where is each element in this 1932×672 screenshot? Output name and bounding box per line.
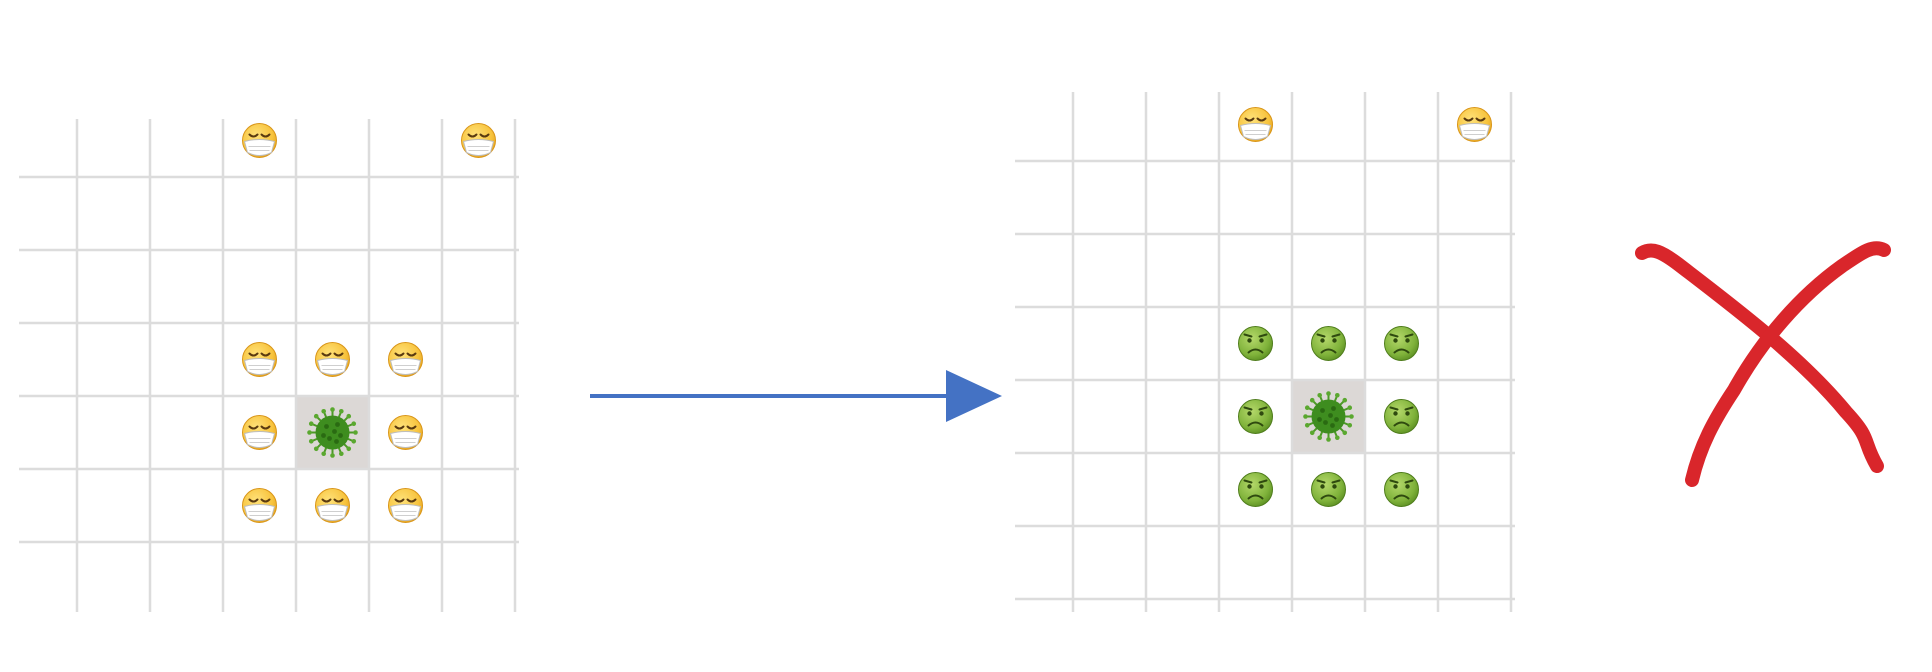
right-grid-panel <box>1015 92 1515 612</box>
nauseated-face-icon <box>1384 399 1419 434</box>
right-arrow-icon <box>590 370 1002 422</box>
nauseated-face-icon <box>1238 399 1273 434</box>
nauseated-face-icon <box>1311 326 1346 361</box>
face-with-medical-mask-icon <box>461 123 496 158</box>
face-with-medical-mask-icon <box>242 123 277 158</box>
nauseated-face-icon <box>1238 326 1273 361</box>
left-grid-panel <box>19 119 519 612</box>
nauseated-face-icon <box>1311 472 1346 507</box>
face-with-medical-mask-icon <box>242 342 277 377</box>
face-with-medical-mask-icon <box>315 488 350 523</box>
face-with-medical-mask-icon <box>388 415 423 450</box>
nauseated-face-icon <box>1238 472 1273 507</box>
nauseated-face-icon <box>1384 472 1419 507</box>
cross-mark-icon <box>1635 241 1891 487</box>
virus-icon <box>1303 391 1354 442</box>
virus-icon <box>307 407 358 458</box>
face-with-medical-mask-icon <box>242 415 277 450</box>
face-with-medical-mask-icon <box>388 342 423 377</box>
face-with-medical-mask-icon <box>1238 107 1273 142</box>
face-with-medical-mask-icon <box>1457 107 1492 142</box>
face-with-medical-mask-icon <box>388 488 423 523</box>
face-with-medical-mask-icon <box>242 488 277 523</box>
nauseated-face-icon <box>1384 326 1419 361</box>
face-with-medical-mask-icon <box>315 342 350 377</box>
